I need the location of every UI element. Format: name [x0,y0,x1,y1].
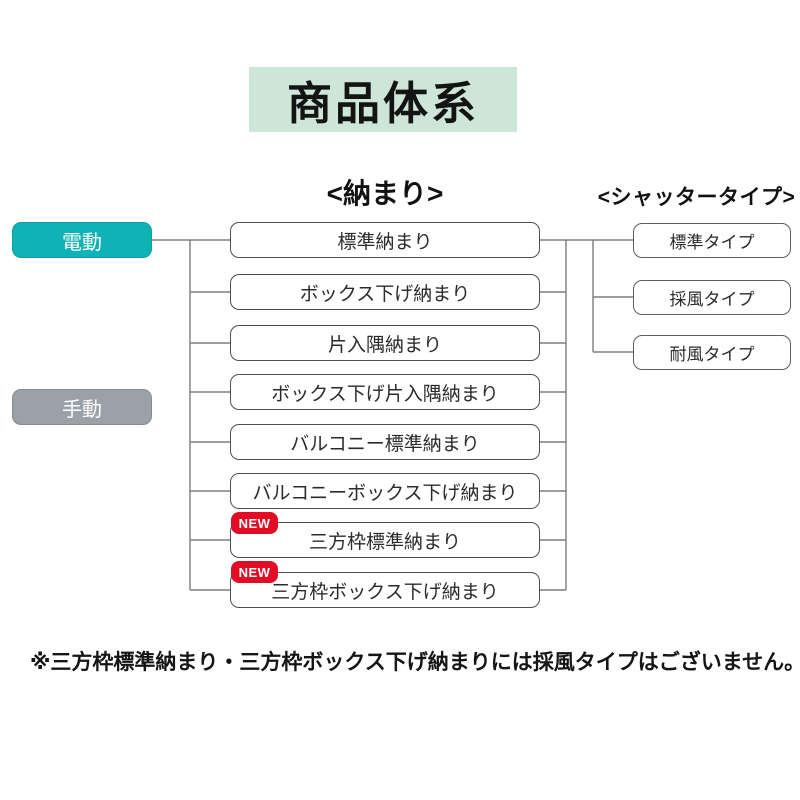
fitting-box-three-side-frame-box-lowered: 三方枠ボックス下げ納まり [230,572,540,608]
fitting-box-box-lowered-single-corner: ボックス下げ片入隅納まり [230,374,540,410]
fitting-box-balcony-box-lowered: バルコニーボックス下げ納まり [230,473,540,509]
column-header-fitting: <納まり> [326,178,444,209]
shutter-type-box-standard: 標準タイプ [633,223,791,258]
drive-button-manual: 手動 [12,389,152,425]
fitting-box-balcony-standard: バルコニー標準納まり [230,424,540,460]
footnote: ※三方枠標準納まり・三方枠ボックス下げ納まりには採風タイプはございません。 [30,651,800,674]
new-badge: NEW [231,512,278,534]
page-title: 商品体系 [249,67,517,132]
drive-button-electric: 電動 [12,222,152,258]
shutter-type-box-ventilation: 採風タイプ [633,280,791,315]
shutter-type-box-wind-resistant: 耐風タイプ [633,335,791,370]
column-header-shutter-type: <シャッタータイプ> [597,186,796,209]
fitting-box-three-side-frame-standard: 三方枠標準納まり [230,522,540,558]
new-badge: NEW [231,561,278,583]
fitting-box-standard: 標準納まり [230,222,540,258]
fitting-box-single-corner: 片入隅納まり [230,325,540,361]
fitting-box-box-lowered: ボックス下げ納まり [230,274,540,310]
